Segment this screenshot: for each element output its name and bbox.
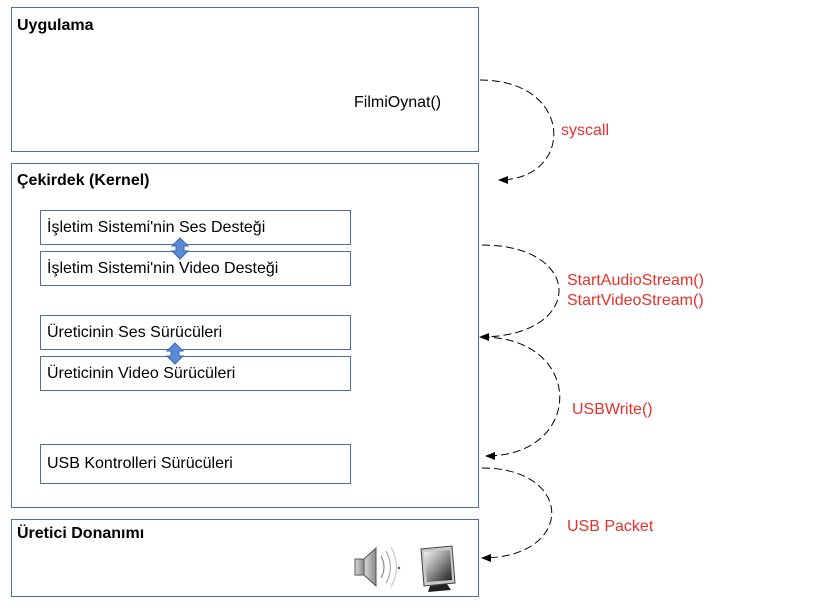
os-video-support-box: İşletim Sistemi'nin Video Desteği <box>40 251 351 286</box>
os-support-link-arrow <box>170 237 190 260</box>
syscall-label: syscall <box>561 122 610 139</box>
speaker-icon <box>354 546 398 588</box>
syscall-arrow <box>479 79 555 184</box>
vendor-video-drivers-box: Üreticinin Video Sürücüleri <box>40 356 351 391</box>
vendor-audio-drivers-box: Üreticinin Ses Sürücüleri <box>40 315 351 350</box>
kernel-title: Çekirdek (Kernel) <box>17 172 150 189</box>
usb-packet-label: USB Packet <box>567 518 654 535</box>
filmioynat-call: FilmiOynat() <box>354 94 442 111</box>
start-audio-stream-label: StartAudioStream() <box>567 272 704 289</box>
vendor-hardware-panel: Üretici Donanımı <box>11 519 479 597</box>
os-audio-support-box: İşletim Sistemi'nin Ses Desteği <box>40 210 351 245</box>
hardware-title: Üretici Donanımı <box>17 525 145 542</box>
usbwrite-label: USBWrite() <box>572 401 653 418</box>
stream-arrow <box>479 244 560 341</box>
usb-packet-arrow <box>481 467 553 562</box>
driver-link-arrow <box>165 342 185 365</box>
usb-controller-drivers-box: USB Kontrolleri Sürücüleri <box>40 444 351 484</box>
icon-separator-dot <box>397 566 401 570</box>
application-title: Uygulama <box>17 17 94 34</box>
application-panel: Uygulama FilmiOynat() <box>11 7 479 152</box>
monitor-icon <box>420 545 456 592</box>
usbwrite-arrow <box>481 336 561 460</box>
start-video-stream-label: StartVideoStream() <box>567 292 704 309</box>
